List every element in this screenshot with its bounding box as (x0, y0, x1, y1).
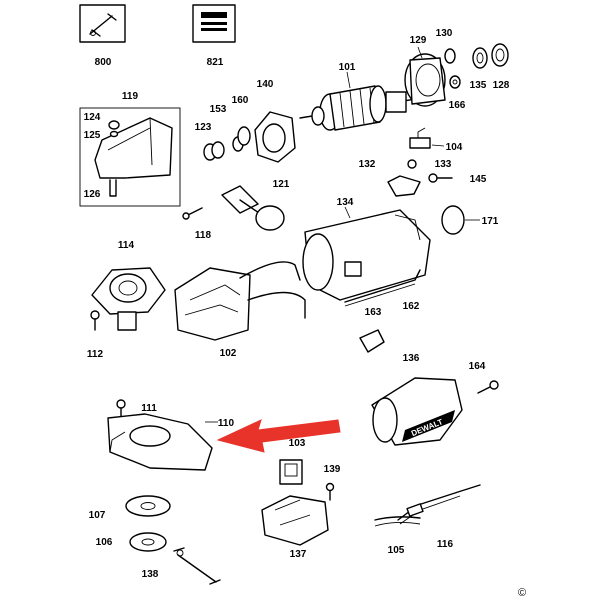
red-arrow-icon (216, 419, 341, 453)
label-125: 125 (84, 130, 101, 141)
part-132-brush-holder[interactable] (387, 159, 421, 197)
part-166-nut[interactable] (449, 75, 461, 89)
label-821: 821 (207, 57, 224, 68)
part-102-field[interactable] (174, 261, 306, 341)
label-130: 130 (436, 28, 453, 39)
label-119: 119 (122, 91, 139, 102)
label-126: 126 (84, 189, 101, 200)
label-162: 162 (403, 301, 420, 312)
part-129-bearing-housing[interactable] (404, 53, 446, 107)
part-821-manual-box[interactable] (192, 4, 236, 43)
label-101: 101 (339, 62, 356, 73)
label-140: 140 (257, 79, 274, 90)
label-145: 145 (470, 174, 487, 185)
part-171-o-ring[interactable] (441, 205, 465, 235)
part-123-bearing[interactable] (203, 141, 225, 161)
copyright-mark: © (518, 587, 526, 599)
part-164-screw[interactable] (477, 380, 499, 394)
label-128: 128 (493, 80, 510, 91)
label-800: 800 (95, 57, 112, 68)
part-140-baffle[interactable] (254, 111, 296, 163)
label-133: 133 (435, 159, 452, 170)
part-112-screw[interactable] (90, 310, 100, 331)
part-160-bearing[interactable] (237, 126, 251, 146)
part-136-rear-cover[interactable]: DEWALT (371, 377, 463, 446)
label-123: 123 (195, 122, 212, 133)
part-106-clamp-nut[interactable] (129, 532, 167, 552)
part-163-switch-button[interactable] (359, 329, 385, 353)
part-104-brush[interactable] (409, 127, 431, 149)
label-114: 114 (118, 240, 135, 251)
label-137: 137 (290, 549, 307, 560)
part-138-spanner[interactable] (173, 547, 221, 585)
label-106: 106 (96, 537, 113, 548)
part-800-tool-box[interactable] (79, 4, 126, 43)
label-118: 118 (195, 230, 212, 241)
label-102: 102 (220, 348, 237, 359)
part-145-screw[interactable] (428, 173, 453, 183)
part-107-flange[interactable] (125, 495, 171, 517)
label-110: 110 (218, 418, 235, 429)
part-134-motor-housing[interactable] (302, 209, 431, 301)
part-110-wheel-guard[interactable] (107, 413, 213, 471)
label-116: 116 (437, 539, 454, 550)
part-105-cord-clamp[interactable] (374, 516, 421, 527)
label-104: 104 (446, 142, 463, 153)
part-128-bearing[interactable] (491, 43, 509, 67)
label-139: 139 (324, 464, 341, 475)
part-119-gear-housing[interactable] (79, 107, 181, 207)
label-136: 136 (403, 353, 420, 364)
label-129: 129 (410, 35, 427, 46)
label-166: 166 (449, 100, 466, 111)
label-135: 135 (470, 80, 487, 91)
label-134: 134 (337, 197, 354, 208)
label-111: 111 (141, 403, 157, 414)
label-105: 105 (388, 545, 405, 556)
part-135-bearing[interactable] (472, 47, 488, 69)
label-112: 112 (87, 349, 104, 360)
part-121-side-handle[interactable] (221, 185, 285, 231)
label-164: 164 (469, 361, 486, 372)
label-160: 160 (232, 95, 249, 106)
label-103: 103 (289, 438, 306, 449)
part-130-ring[interactable] (444, 48, 456, 64)
part-162-wire-clip[interactable] (344, 269, 421, 307)
label-138: 138 (142, 569, 159, 580)
label-121: 121 (273, 179, 290, 190)
part-137-switch-holder[interactable] (261, 495, 329, 546)
label-171: 171 (482, 216, 499, 227)
label-163: 163 (365, 307, 382, 318)
part-118-bolt[interactable] (182, 207, 203, 220)
label-132: 132 (359, 159, 376, 170)
part-139-screw[interactable] (325, 482, 335, 501)
label-107: 107 (89, 510, 106, 521)
part-101-armature[interactable] (299, 85, 441, 131)
label-124: 124 (84, 112, 101, 123)
part-114-spindle-assembly[interactable] (91, 267, 166, 331)
label-153: 153 (210, 104, 227, 115)
part-103-switch[interactable] (279, 459, 303, 485)
part-116-power-cord[interactable] (397, 484, 481, 525)
